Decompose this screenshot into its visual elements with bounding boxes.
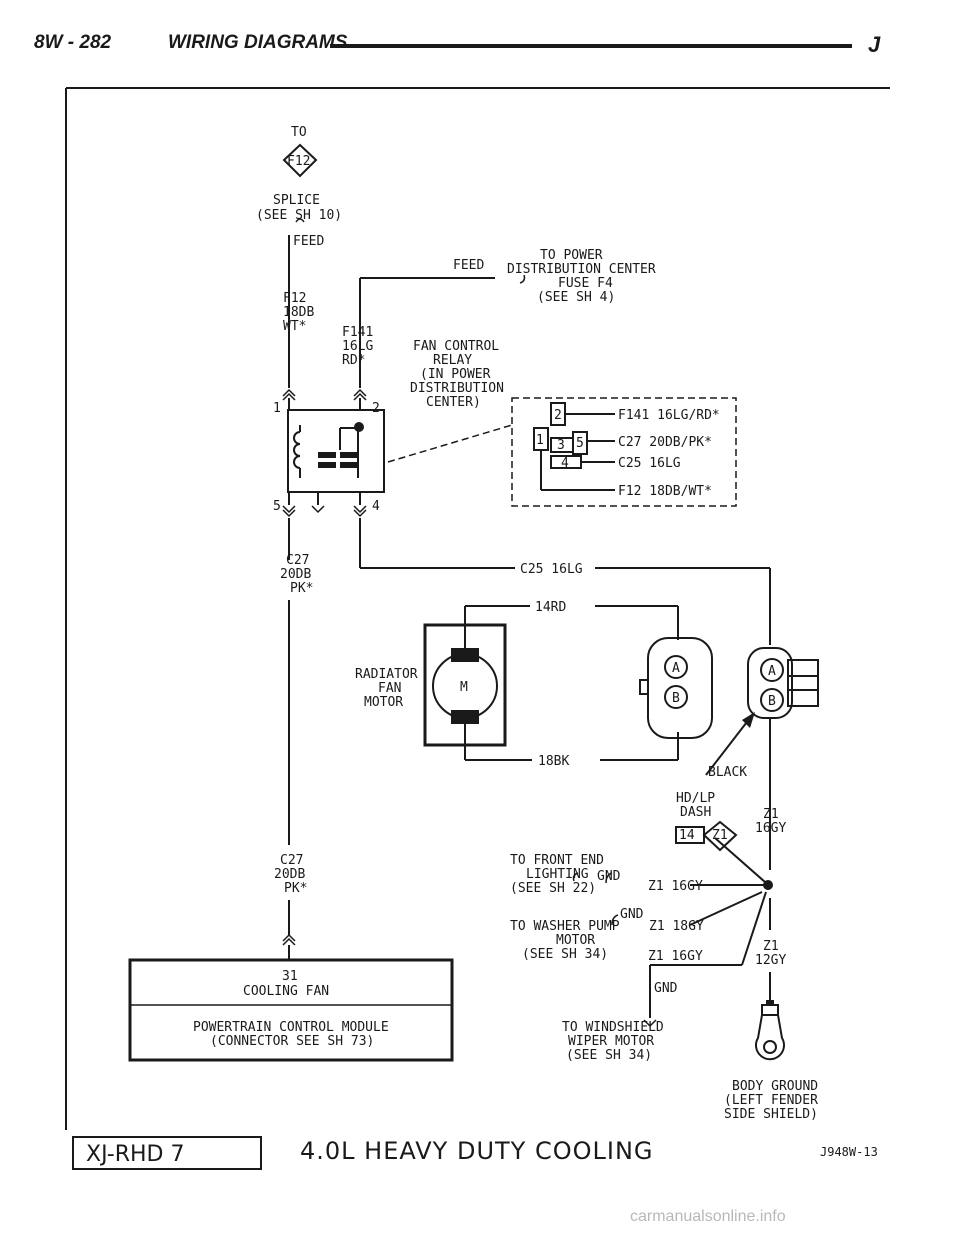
washer-l1: TO WASHER PUMP [510, 919, 620, 934]
wiper-gnd: GND [654, 981, 678, 996]
wire-c25: C25 16LG [520, 562, 583, 577]
pinout-wire-5: C27 20DB/PK* [618, 435, 712, 450]
hdlp-label-2: DASH [680, 805, 711, 820]
wiper-l2: WIPER MOTOR [568, 1034, 654, 1049]
wire-c27-top-gauge: 20DB [280, 567, 311, 582]
relay-pin-2: 2 [372, 401, 380, 416]
wiper-l1: TO WINDSHIELD [562, 1020, 664, 1035]
relay-title-l2: RELAY [433, 353, 472, 368]
front-end-l3: (SEE SH 22) [510, 881, 596, 896]
diagram-code: XJ-RHD 7 [72, 1136, 262, 1170]
pcm-connector-ref: (CONNECTOR SEE SH 73) [210, 1034, 374, 1049]
motor-symbol: M [460, 680, 468, 695]
to-label: TO [291, 125, 307, 140]
pcm-pin-label: COOLING FAN [243, 984, 329, 999]
pinout-pin-2: 2 [554, 408, 562, 423]
wire-f12: F12 [283, 291, 306, 306]
relay-title-l4: DISTRIBUTION [410, 381, 504, 396]
section-letter: J [868, 32, 881, 57]
pcm-title: POWERTRAIN CONTROL MODULE [193, 1020, 389, 1035]
relay-title-l5: CENTER) [426, 395, 481, 410]
hdlp-id: Z1 [712, 828, 728, 843]
power-dist-l3: FUSE F4 [558, 276, 613, 291]
splice-label: SPLICE [273, 193, 320, 208]
pinout-wire-4: C25 16LG [618, 456, 681, 471]
power-dist-l1: TO POWER [540, 248, 603, 263]
motor-conn-a: A [672, 661, 680, 676]
washer-l2: MOTOR [556, 933, 595, 948]
diagram-reference: J948W-13 [820, 1145, 878, 1159]
pinout-pin-1: 1 [536, 433, 544, 448]
wire-z1-top: Z1 [763, 807, 779, 822]
wire-c27-top-color: PK* [290, 581, 313, 596]
wire-c27-low-color: PK* [284, 881, 307, 896]
relay-pinout-box [511, 397, 737, 507]
fan-relay-box [287, 409, 385, 493]
wire-f141: F141 [342, 325, 373, 340]
motor-conn-b: B [672, 691, 680, 706]
body-ground-l1: BODY GROUND [732, 1079, 818, 1094]
wire-c27-low: C27 [280, 853, 303, 868]
wire-z1-low: Z1 [763, 939, 779, 954]
washer-gnd: GND [620, 907, 644, 922]
pinout-pin-4: 4 [561, 456, 569, 471]
wire-f141-gauge: 16LG [342, 339, 373, 354]
pinout-wire-1: F12 18DB/WT* [618, 484, 712, 499]
front-end-l1: TO FRONT END [510, 853, 604, 868]
pinout-wire-2: F141 16LG/RD* [618, 408, 720, 423]
relay-pin-5: 5 [273, 499, 281, 514]
pinout-pin-3: 3 [557, 438, 565, 453]
diagram-title: 4.0L HEAVY DUTY COOLING [300, 1137, 654, 1165]
motor-label-l1: RADIATOR [355, 667, 418, 682]
wiper-l3: (SEE SH 34) [566, 1048, 652, 1063]
relay-pin-4: 4 [372, 499, 380, 514]
power-dist-l4: (SEE SH 4) [537, 290, 615, 305]
relay-title-l1: FAN CONTROL [413, 339, 499, 354]
body-ground-l3: SIDE SHIELD) [724, 1107, 818, 1122]
connector-color-black: BLACK [708, 765, 747, 780]
washer-l3: (SEE SH 34) [522, 947, 608, 962]
wire-14rd: 14RD [535, 600, 566, 615]
wire-z1-low-gauge: 12GY [755, 953, 786, 968]
wiper-wire: Z1 16GY [648, 949, 703, 964]
power-feed-label: FEED [453, 258, 484, 273]
watermark: carmanualsonline.info [630, 1208, 786, 1225]
header-rule [330, 44, 852, 48]
motor-label-l3: MOTOR [364, 695, 403, 710]
harness-conn-a: A [768, 664, 776, 679]
page-number: 8W - 282 [34, 32, 112, 53]
wire-f12-gauge: 18DB [283, 305, 314, 320]
front-wire: Z1 16GY [648, 879, 703, 894]
front-end-l2: LIGHTING [526, 867, 589, 882]
pcm-box [128, 958, 454, 1062]
splice-ref: (SEE SH 10) [256, 208, 342, 223]
wire-c27-top: C27 [286, 553, 309, 568]
wire-18bk: 18BK [538, 754, 569, 769]
wire-f12-color: WT* [283, 319, 306, 334]
wire-c27-low-gauge: 20DB [274, 867, 305, 882]
section-title: WIRING DIAGRAMS [168, 32, 348, 53]
relay-pin-1: 1 [273, 401, 281, 416]
harness-conn-b: B [768, 694, 776, 709]
feed-label: FEED [293, 234, 324, 249]
f12-connector-diamond [282, 143, 318, 178]
pinout-pin-5: 5 [576, 436, 584, 451]
hdlp-label: HD/LP [676, 791, 715, 806]
wire-z1-top-gauge: 16GY [755, 821, 786, 836]
front-gnd: GND [597, 869, 621, 884]
body-ground-l2: (LEFT FENDER [724, 1093, 818, 1108]
pcm-pin-number: 31 [282, 969, 298, 984]
motor-label-l2: FAN [378, 681, 401, 696]
relay-title-l3: (IN POWER [420, 367, 491, 382]
washer-wire: Z1 18GY [649, 919, 704, 934]
wire-f141-color: RD* [342, 353, 365, 368]
f12-connector-id: F12 [287, 154, 310, 169]
power-dist-l2: DISTRIBUTION CENTER [507, 262, 656, 277]
hdlp-num: 14 [679, 828, 695, 843]
